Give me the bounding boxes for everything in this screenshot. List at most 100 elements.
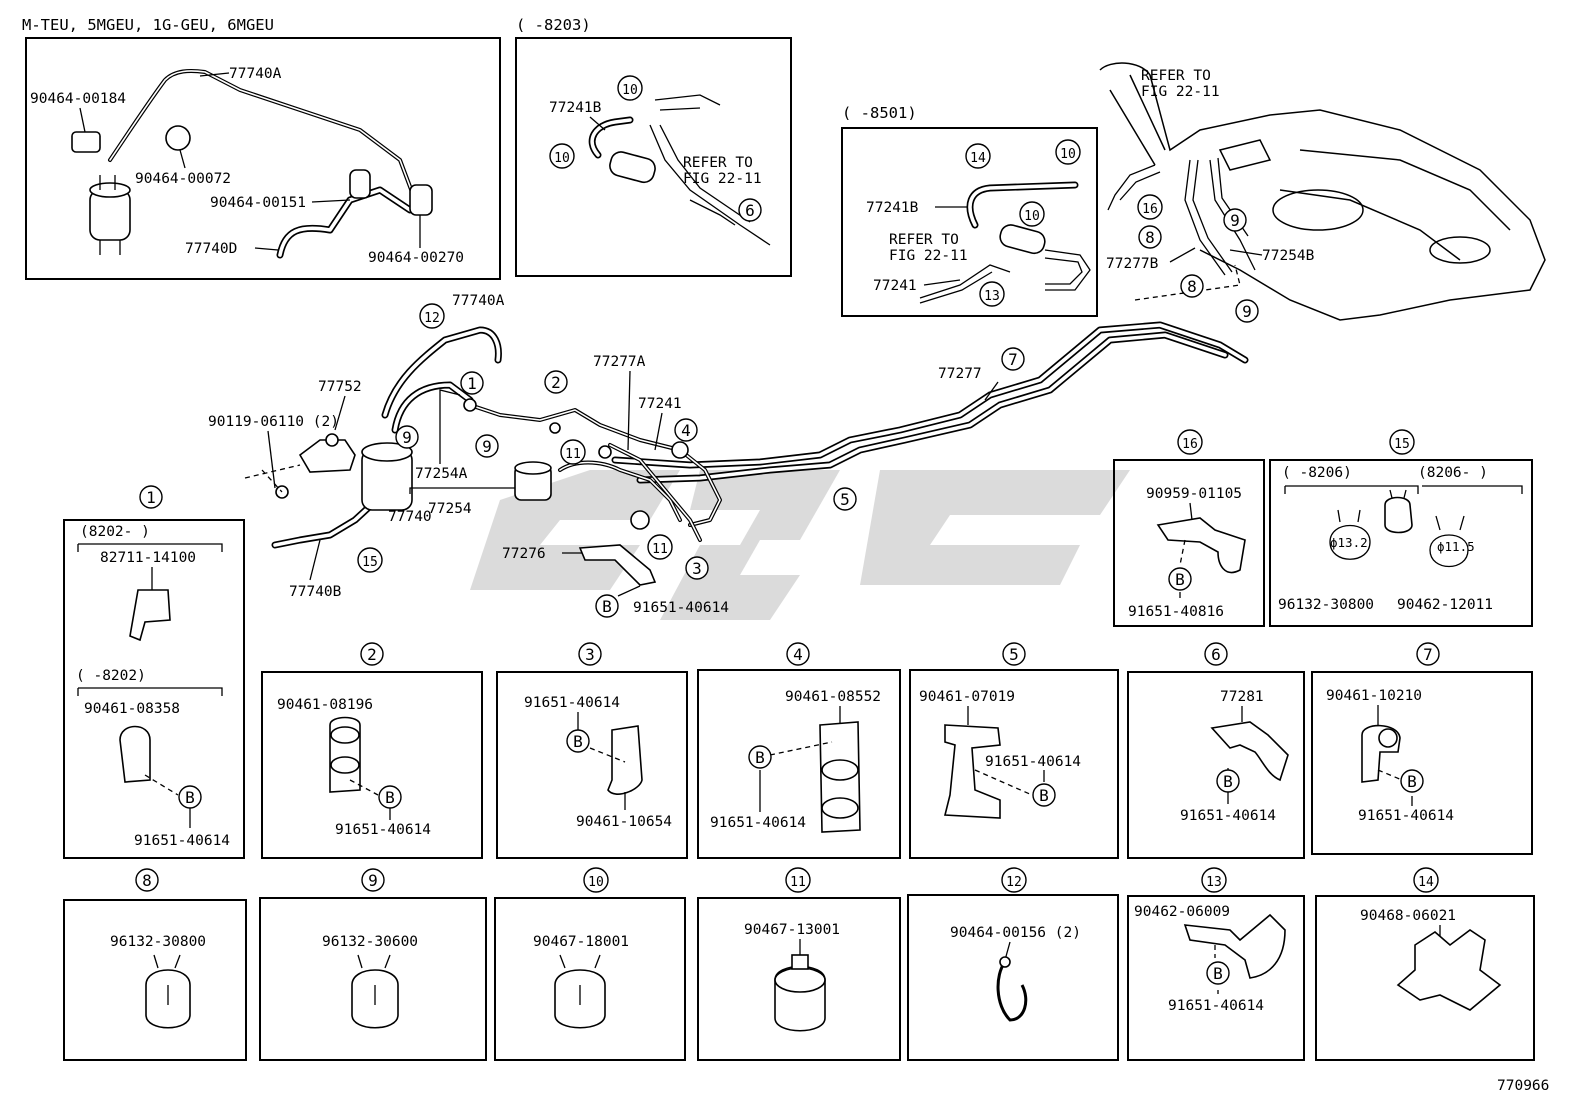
ref-b-d5: B [1032, 783, 1056, 807]
d1-part-a: 82711-14100 [100, 550, 196, 566]
inset-8501-title: ( -8501) [842, 104, 917, 122]
svg-text:12: 12 [424, 311, 440, 326]
d1-variant-b: ( -8202) [76, 668, 146, 684]
svg-text:14: 14 [1418, 875, 1434, 890]
d15-variant-b: (8206- ) [1418, 465, 1488, 481]
callout-4-main: 4 [674, 418, 698, 442]
svg-text:1: 1 [467, 374, 477, 393]
ref-b-d16: B [1168, 567, 1192, 591]
svg-text:12: 12 [1006, 875, 1022, 890]
main-pipe-bundle [244, 321, 1249, 586]
svg-text:9: 9 [402, 428, 412, 447]
d15-part-b: 90462-12011 [1397, 597, 1493, 613]
label-90464-00270: 90464-00270 [368, 250, 464, 266]
d14-clip-shape [1396, 929, 1502, 1011]
svg-text:6: 6 [1211, 645, 1221, 664]
callout-10-8203-b: 10 [549, 143, 575, 169]
refer-8501-line1: REFER TO [889, 232, 959, 248]
variant-box-drawing [71, 69, 433, 259]
label-77241-main: 77241 [638, 396, 682, 412]
ref-b-d7: B [1400, 769, 1424, 793]
svg-text:11: 11 [790, 875, 806, 890]
svg-text:7: 7 [1008, 350, 1018, 369]
detail-box-15 [1269, 459, 1533, 627]
ref-b-d4: B [748, 745, 772, 769]
callout-8-main-a: 8 [1138, 225, 1162, 249]
svg-text:B: B [1039, 786, 1049, 805]
detail-box-8 [63, 899, 247, 1061]
label-90464-00151: 90464-00151 [210, 195, 306, 211]
svg-text:4: 4 [681, 421, 691, 440]
d5-clip-shape [943, 724, 1001, 819]
d4-part-b: 91651-40614 [710, 815, 806, 831]
svg-text:4: 4 [793, 645, 803, 664]
d4-part-a: 90461-08552 [785, 689, 881, 705]
variant-box [25, 37, 501, 280]
d2-part-a: 90461-08196 [277, 697, 373, 713]
d16-part-a: 90959-01105 [1146, 486, 1242, 502]
svg-text:1: 1 [146, 488, 156, 507]
svg-text:7: 7 [1423, 645, 1433, 664]
callout-8-main-b: 8 [1180, 274, 1204, 298]
label-77740: 77740 [388, 509, 432, 525]
watermark-logo [470, 470, 1130, 620]
svg-text:3: 3 [692, 559, 702, 578]
callout-7-main: 7 [1001, 347, 1025, 371]
svg-text:10: 10 [554, 151, 570, 166]
callout-11-header: 11 [785, 867, 811, 893]
svg-text:13: 13 [984, 289, 1000, 304]
callout-14-8501: 14 [965, 143, 991, 169]
ref-b-d1: B [178, 785, 202, 809]
label-91651-40614-main: 91651-40614 [633, 600, 729, 616]
label-77254b: 77254B [1262, 248, 1315, 264]
svg-text:8: 8 [142, 871, 152, 890]
refer-tank-line2: FIG 22-11 [1141, 84, 1220, 100]
svg-text:B: B [1213, 964, 1223, 983]
detail-box-10 [494, 897, 686, 1061]
svg-text:2: 2 [551, 373, 561, 392]
callout-5-header: 5 [1002, 642, 1026, 666]
svg-text:9: 9 [368, 871, 378, 890]
svg-text:10: 10 [622, 83, 638, 98]
svg-text:B: B [1175, 570, 1185, 589]
ref-b-d6: B [1216, 769, 1240, 793]
detail-box-4 [697, 669, 901, 859]
callout-10-8501-a: 10 [1055, 139, 1081, 165]
label-77752: 77752 [318, 379, 362, 395]
callout-10-8203-a: 10 [617, 75, 643, 101]
callout-7-header: 7 [1416, 642, 1440, 666]
svg-text:10: 10 [588, 875, 604, 890]
callout-circles: 1 2 3 4 5 6 7 8 9 10 11 12 13 14 15 16 1… [135, 75, 1440, 893]
refer-8501-line2: FIG 22-11 [889, 248, 968, 264]
label-77740a-variant: 77740A [229, 66, 282, 82]
d15-dia-a: ϕ13.2 [1330, 535, 1368, 550]
svg-text:15: 15 [1394, 437, 1410, 452]
d13-part-b: 91651-40614 [1168, 998, 1264, 1014]
callout-9-main-c: 9 [1223, 208, 1247, 232]
svg-text:11: 11 [652, 542, 668, 557]
d2-part-b: 91651-40614 [335, 822, 431, 838]
detail-box-5 [909, 669, 1119, 859]
ref-b-d2: B [378, 785, 402, 809]
detail-box-12 [907, 894, 1119, 1061]
detail-box-6 [1127, 671, 1305, 859]
callout-3-main: 3 [685, 556, 709, 580]
callout-9-header: 9 [361, 868, 385, 892]
label-77740b: 77740B [289, 584, 342, 600]
callout-10-header: 10 [583, 867, 609, 893]
svg-text:10: 10 [1024, 209, 1040, 224]
d16-part-b: 91651-40816 [1128, 604, 1224, 620]
callout-15-header: 15 [1389, 429, 1415, 455]
callout-11-main-a: 11 [560, 439, 586, 465]
svg-text:5: 5 [1009, 645, 1019, 664]
d16-clip-shape [1156, 517, 1246, 574]
d1-part-b: 90461-08358 [84, 701, 180, 717]
svg-text:14: 14 [970, 151, 986, 166]
detail-box-9 [259, 897, 487, 1061]
callout-10-8501-b: 10 [1019, 201, 1045, 227]
detail-box-14 [1315, 895, 1535, 1061]
inset-8501-drawing [919, 181, 1091, 304]
svg-text:B: B [385, 788, 395, 807]
label-77276: 77276 [502, 546, 546, 562]
svg-text:11: 11 [565, 447, 581, 462]
